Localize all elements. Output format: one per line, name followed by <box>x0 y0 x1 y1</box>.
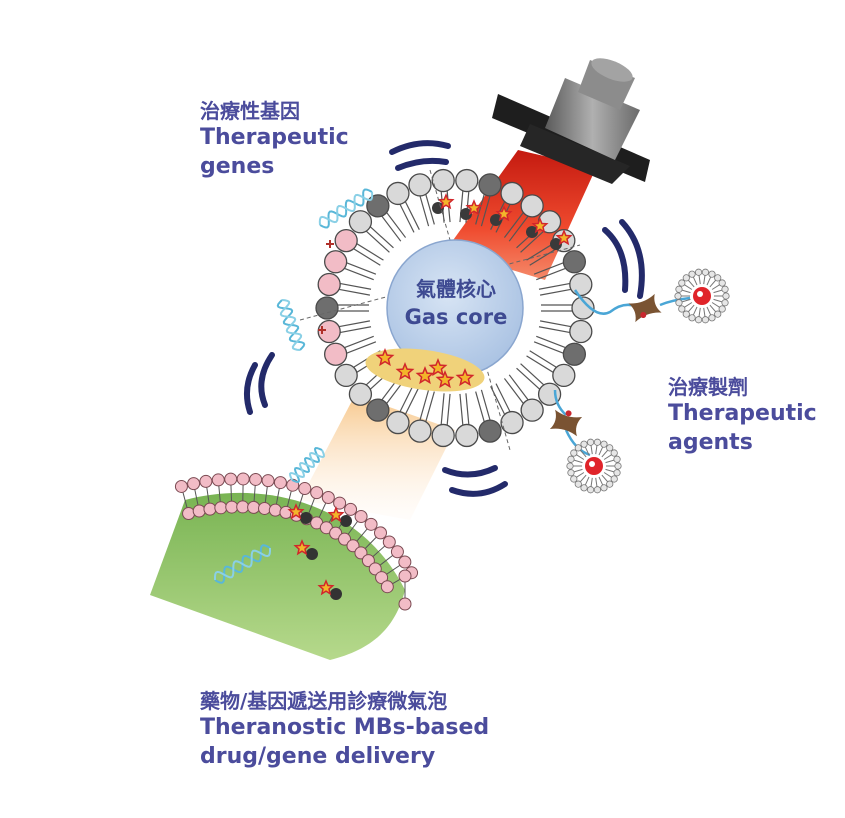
tissue-cell-icon <box>150 472 419 660</box>
dna-strand-icon <box>214 188 374 584</box>
therapeutic-agents-line2: agents <box>668 429 753 455</box>
therapeutic-agents-line1: Therapeutic <box>668 401 817 426</box>
liposome-icon <box>674 268 730 324</box>
gas-core-label-en: Gas core <box>404 305 508 329</box>
therapeutic-genes-line2: genes <box>200 153 275 179</box>
microbubble-icon <box>299 168 595 451</box>
gas-core-label-zh: 氣體核心 <box>416 277 496 301</box>
gas-core-label: 氣體核心 Gas core <box>386 276 526 331</box>
drug-star-icon <box>287 503 352 600</box>
delivery-zh: 藥物/基因遞送用診療微氣泡 <box>200 689 448 713</box>
therapeutic-agents-label: 治療製劑 Therapeutic agents <box>668 374 817 457</box>
therapeutic-genes-zh: 治療性基因 <box>200 99 300 123</box>
acoustic-waves <box>243 140 645 497</box>
delivery-line2: drug/gene delivery <box>200 743 436 769</box>
liposome-icon <box>566 438 622 494</box>
therapeutic-genes-label: 治療性基因 Therapeutic genes <box>200 98 349 181</box>
therapeutic-agents-zh: 治療製劑 <box>668 375 748 399</box>
delivery-line1: Theranostic MBs-based <box>200 715 490 740</box>
ultrasound-transducer-icon <box>492 58 650 184</box>
therapeutic-genes-line1: Therapeutic <box>200 125 349 150</box>
delivery-label: 藥物/基因遞送用診療微氣泡 Theranostic MBs-based drug… <box>200 688 489 771</box>
